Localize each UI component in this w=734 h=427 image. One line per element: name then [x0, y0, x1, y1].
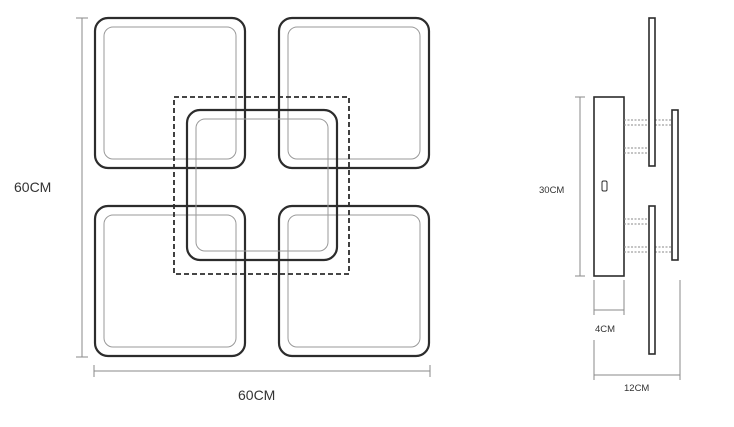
square-ring-center — [185, 108, 339, 262]
total-depth-label: 12CM — [624, 383, 649, 394]
front-view: 60CM 60CM — [14, 16, 431, 403]
outer-ring-profile — [648, 17, 656, 355]
side-height-label: 30CM — [539, 185, 564, 196]
total-depth-dimension — [593, 280, 681, 380]
width-dimension — [93, 365, 431, 377]
base-switch-slot — [601, 180, 608, 192]
width-label: 60CM — [238, 387, 275, 403]
mounting-base — [593, 96, 625, 277]
height-dimension — [76, 17, 88, 358]
square-ring-bottom-left — [93, 204, 247, 358]
depth-label: 4CM — [595, 324, 615, 335]
base-outline-dashed — [173, 96, 350, 275]
height-label: 60CM — [14, 179, 51, 195]
square-ring-bottom-right — [277, 204, 431, 358]
depth-dimension — [593, 280, 625, 315]
center-ring-profile — [671, 109, 679, 261]
square-ring-top-right — [277, 16, 431, 170]
connecting-bolts — [624, 119, 672, 253]
side-view: 30CM — [539, 17, 681, 394]
side-height-dimension — [575, 96, 585, 277]
square-ring-top-left — [93, 16, 247, 170]
